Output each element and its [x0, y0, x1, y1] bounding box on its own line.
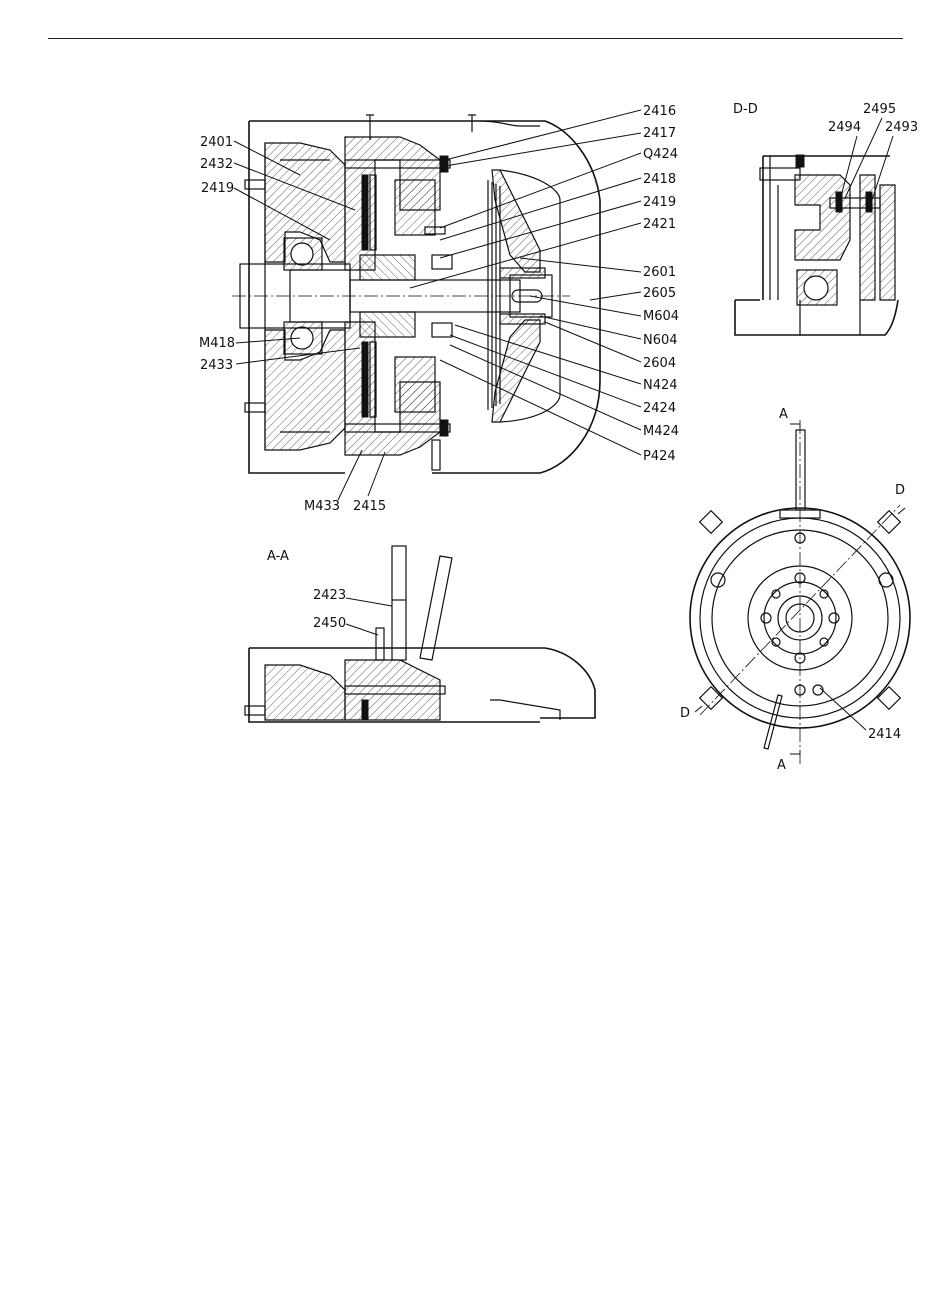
end-label-0: A	[779, 407, 788, 422]
section-aa-view: A-A 2423 2450	[245, 546, 595, 722]
label-right-14: P424	[643, 449, 676, 464]
end-label-2: D	[895, 483, 905, 498]
label-right-3: 2418	[643, 172, 676, 187]
label-bottom-1: 2415	[353, 499, 386, 514]
label-right-1: 2417	[643, 126, 676, 141]
label-left-1: 2432	[200, 157, 233, 172]
dd-label-0: 2495	[863, 102, 896, 117]
end-view	[690, 420, 910, 765]
label-right-7: 2605	[643, 286, 676, 301]
section-aa-title: A-A	[267, 549, 289, 564]
label-right-13: M424	[643, 424, 679, 439]
section-dd-title: D-D	[733, 102, 758, 117]
label-right-10: 2604	[643, 356, 676, 371]
label-bottom-0: M433	[304, 499, 340, 514]
label-left-4: 2433	[200, 358, 233, 373]
end-label-1: A	[777, 758, 786, 773]
label-right-2: Q424	[643, 147, 678, 162]
aa-label-0: 2423	[313, 588, 346, 603]
end-label-3: D	[680, 706, 690, 721]
label-right-9: N604	[643, 333, 678, 348]
section-dd-view: D-D 2495 2494 2493	[733, 102, 918, 335]
dd-label-2: 2493	[885, 120, 918, 135]
label-right-8: M604	[643, 309, 679, 324]
label-left-2: 2419	[201, 181, 234, 196]
label-right-4: 2419	[643, 195, 676, 210]
label-left-3: M418	[199, 336, 235, 351]
label-left-0: 2401	[200, 135, 233, 150]
label-right-0: 2416	[643, 104, 676, 119]
end-label-4: 2414	[868, 727, 901, 742]
aa-label-1: 2450	[313, 616, 346, 631]
label-right-11: N424	[643, 378, 678, 393]
label-right-6: 2601	[643, 265, 676, 280]
label-right-12: 2424	[643, 401, 676, 416]
dd-label-1: 2494	[828, 120, 861, 135]
label-right-5: 2421	[643, 217, 676, 232]
